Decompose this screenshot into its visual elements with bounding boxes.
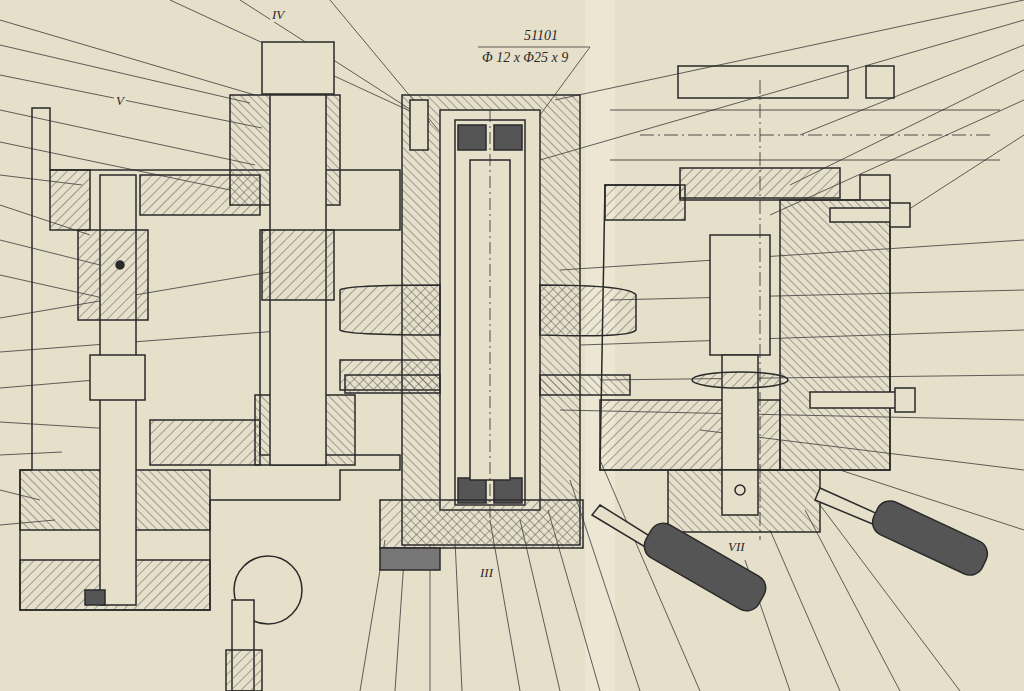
callout-label: III xyxy=(478,566,495,580)
page-fold xyxy=(585,0,615,691)
callout-label: IV xyxy=(270,8,286,22)
callout-label: Φ 12 x Φ25 x 9 xyxy=(480,50,570,65)
housings xyxy=(20,42,1000,691)
callout-label: 51101 xyxy=(522,28,560,43)
callout-label: VII xyxy=(726,540,747,554)
callout-label: V xyxy=(114,94,126,108)
